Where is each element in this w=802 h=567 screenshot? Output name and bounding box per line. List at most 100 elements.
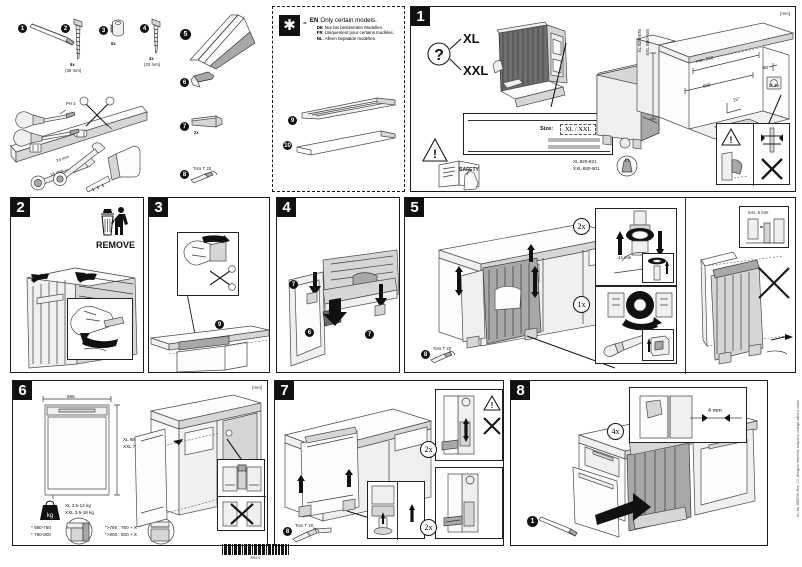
part-3-qty: 6x: [111, 41, 116, 46]
part-8-label: Torx T 20: [193, 166, 212, 171]
legend-lang-fr: FR: [316, 30, 323, 35]
step-1-panel: 1 [mm] ? XL XXL Size: XL / X: [410, 6, 796, 192]
part-10-icon: [296, 130, 396, 156]
do-not-tilt-drawing: [700, 251, 793, 365]
foot-seated-icon: [443, 473, 479, 533]
part-4-group: 4: [140, 20, 149, 38]
step-5-tool-bullet: 8: [421, 346, 430, 364]
step-8-number: 8: [511, 381, 530, 400]
part-6-icon: [190, 71, 215, 88]
svg-text:!: !: [433, 147, 437, 161]
part-6-bullet: 6: [180, 78, 189, 88]
foot-lift-ok-icon: [441, 395, 475, 455]
part-4-icon: [151, 18, 161, 54]
part-5-icon: [189, 14, 256, 70]
part-10-group: 10: [283, 137, 292, 155]
cabinet-run-drawing: [438, 223, 624, 369]
hand-and-scissors-icon: [183, 235, 236, 291]
step-1-model-note-2: XXL 880-901: [573, 166, 600, 171]
foot-arrow-icon: [409, 504, 415, 522]
step-8-gap-label: 4 mm: [708, 408, 722, 414]
part-5-group: 5: [180, 26, 191, 44]
barcode-block: 9001 0: [222, 544, 289, 560]
step-3-number: 3: [149, 198, 168, 217]
step-5-seal-mini: [642, 253, 674, 283]
step-6-bracket-inset: [217, 459, 266, 531]
legend-panel: ✱ = EN Only certain models. DE Nur bei b…: [272, 6, 405, 192]
gap-arrows-icon: [690, 414, 742, 422]
step-1-gap: 50: [763, 65, 769, 70]
rating-plate-divider-2: [468, 151, 610, 152]
step-5-qty-top: 2x: [573, 218, 590, 235]
step-7-screwdriver-icon: [292, 527, 332, 543]
step-6-ref-left-2: * 760-800: [31, 532, 51, 537]
step-1-model-note-1: XL 820-821: [573, 159, 597, 164]
step-4-bullet-7a: 7: [289, 276, 298, 294]
step-7-upper-warning-icon: !: [483, 394, 501, 411]
safety-manual-icon: ! SAFETY: [422, 137, 480, 191]
bracket-forbidden-icon: [222, 501, 262, 527]
rating-plate: Size: XL / XXL: [463, 113, 613, 155]
step-1-height-xxl: XXL 880-925: [645, 29, 650, 56]
part-7-qty: 2x: [194, 130, 199, 135]
step-4-bullet-7b: 7: [365, 326, 374, 344]
gap-measure-icon: [746, 218, 785, 244]
step-6-ref-right-2: *>800 : 800 + X: [105, 532, 137, 537]
step-4-panel: 4 7 6 7: [276, 197, 400, 373]
step-5-min-gap-label: min. 5 mm: [748, 210, 769, 215]
part-4-note: (20 mm): [144, 62, 161, 67]
part-3-bullet: 3: [99, 26, 108, 36]
step-2-panel: 2 REMOVE: [10, 197, 144, 373]
cross-forbidden-icon: [761, 158, 783, 180]
step-5-gap-inset: min. 5 mm: [739, 206, 789, 248]
warning-triangle-icon: !: [721, 127, 741, 146]
disposal-bin-icon: [99, 204, 135, 238]
step-7-lower-inset: [435, 467, 503, 539]
part-4-bullet: 4: [140, 24, 149, 34]
step-7-upper-inset: !: [435, 389, 503, 461]
step-4-bullet-6: 6: [305, 324, 314, 342]
legend-text-en: Only certain models.: [320, 17, 377, 24]
door-panel-dim-drawing: [42, 396, 120, 499]
step-1-warning-inset: !: [716, 123, 790, 186]
legend-text-nl: Alleen bepaalde modellen.: [324, 35, 377, 41]
part-1-icon: [29, 23, 75, 46]
part-4-qty: 4x: [149, 56, 154, 61]
pipe-clamp-ok-icon: [761, 127, 783, 153]
part-7-icon: [191, 115, 223, 128]
step-1-hole: Ø 35: [769, 83, 779, 88]
side-credit: en, fra, 5885751 Rev. 0.0, All rights re…: [796, 400, 800, 517]
tools-cluster: [10, 96, 148, 193]
legend-header: ✱ = EN Only certain models. DE Nur bei b…: [279, 15, 394, 41]
step-3-cut-inset: [177, 232, 239, 296]
step-6-panel: 6 [mm] 596 XL 680-760 * XXL 760-800 * kg…: [12, 380, 268, 546]
svg-text:!: !: [730, 135, 733, 145]
step-5-qty-bottom: 1x: [573, 296, 590, 313]
step-7-qty-lower: 2x: [420, 519, 437, 536]
step-6-weight-xxl: XXL 3.5-18 kg: [65, 510, 94, 515]
bracket-screw-ok-icon: [222, 464, 262, 492]
step-6-unit: [mm]: [252, 385, 262, 390]
worktop-strip-drawing: [150, 325, 270, 373]
step-6-ref-left-1: * 680-760: [31, 525, 51, 530]
part-5-bullet: 5: [180, 29, 191, 41]
step-8-qty: 4x: [607, 423, 624, 440]
rating-plate-field-1: [548, 138, 600, 142]
barcode-caption: 9001 0: [250, 555, 261, 560]
part-9-bullet: 9: [288, 116, 297, 126]
step-6-inset-divider: [218, 496, 266, 497]
svg-text:SAFETY: SAFETY: [459, 167, 479, 173]
part-8-bullet: 8: [180, 170, 189, 180]
option-xxl: XXL: [463, 63, 489, 78]
step-8-bracket-icon: [538, 516, 578, 537]
hose-connector-icon: [613, 210, 673, 274]
step-7-tool-bullet: 8: [283, 523, 292, 541]
part-2-qty: 6x: [70, 62, 75, 67]
torx-bit-icon: [190, 170, 218, 184]
step-2-number: 2: [11, 198, 30, 217]
step-8-panel: 8 1: [510, 380, 768, 546]
part-2-note: (38 mm): [65, 68, 82, 73]
step-8-gap-inset: 4 mm: [629, 387, 747, 443]
hose-detail-icon: [721, 151, 749, 181]
